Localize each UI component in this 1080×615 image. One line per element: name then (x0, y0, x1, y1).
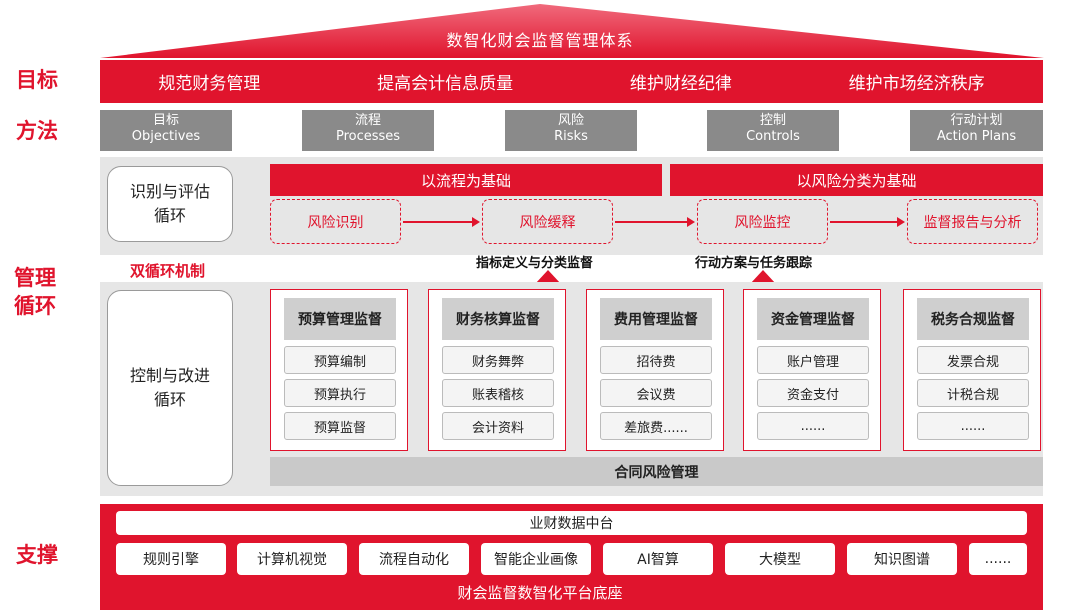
box-item: 财务舞弊 (442, 346, 554, 374)
method-processes: 流程 Processes (302, 110, 434, 151)
platform-title: 财会监督数智化平台底座 (457, 584, 623, 602)
step-risk-monitor: 风险监控 (697, 199, 828, 244)
box-title: 费用管理监督 (600, 298, 712, 340)
method-cn: 行动计划 (950, 113, 1003, 128)
tool-computer-vision: 计算机视觉 (237, 543, 347, 575)
process-basis-bar: 以流程为基础 (270, 164, 662, 196)
method-controls: 控制 Controls (707, 110, 839, 151)
tool-knowledge-graph: 知识图谱 (847, 543, 957, 575)
method-risks: 风险 Risks (505, 110, 637, 151)
down-triangle-icon (750, 270, 776, 284)
step-risk-identify: 风险识别 (270, 199, 401, 244)
method-objectives: 目标 Objectives (100, 110, 232, 151)
down-triangle-icon (535, 270, 561, 284)
method-label: 方法 (16, 119, 58, 143)
method-en: Objectives (131, 129, 201, 144)
cycle-line: 控制与改进 (129, 366, 210, 385)
box-title: 预算管理监督 (284, 298, 396, 340)
budget-supervision-box: 预算管理监督 预算编制 预算执行 预算监督 (270, 289, 408, 451)
caption-indicator: 指标定义与分类监督 (476, 256, 594, 271)
goal-item: 规范财务管理 (158, 74, 261, 94)
box-item: 计税合规 (917, 379, 1029, 407)
box-item: 预算编制 (284, 346, 396, 374)
box-item: 差旅费...... (600, 412, 712, 440)
box-item: 账户管理 (757, 346, 869, 374)
method-en: Processes (335, 129, 401, 144)
method-cn: 目标 (152, 113, 179, 128)
box-item: 预算监督 (284, 412, 396, 440)
goal-item: 提高会计信息质量 (377, 74, 514, 94)
box-item: 账表稽核 (442, 379, 554, 407)
box-item: 预算执行 (284, 379, 396, 407)
support-label: 支撑 (16, 543, 58, 567)
expense-supervision-box: 费用管理监督 招待费 会议费 差旅费...... (586, 289, 724, 451)
caption-action: 行动方案与任务跟踪 (695, 256, 813, 271)
data-center-bar: 业财数据中台 (116, 511, 1027, 535)
tool-ai-compute: AI智算 (603, 543, 713, 575)
method-en: Controls (746, 129, 800, 144)
cycle-line: 识别与评估 (129, 182, 210, 201)
fund-supervision-box: 资金管理监督 账户管理 资金支付 ...... (743, 289, 881, 451)
method-cn: 控制 (759, 113, 786, 128)
tax-supervision-box: 税务合规监督 发票合规 计税合规 ...... (903, 289, 1041, 451)
arrow-icon (615, 217, 695, 227)
box-title: 资金管理监督 (757, 298, 869, 340)
step-risk-mitigate: 风险缓释 (482, 199, 613, 244)
box-item: ...... (757, 412, 869, 440)
method-cn: 风险 (557, 113, 584, 128)
risk-basis-bar: 以风险分类为基础 (670, 164, 1043, 196)
box-title: 财务核算监督 (442, 298, 554, 340)
method-cn: 流程 (354, 113, 381, 128)
mgmt-label-line1: 管理 (14, 266, 56, 290)
step-report-analysis: 监督报告与分析 (907, 199, 1038, 244)
box-item: 招待费 (600, 346, 712, 374)
goals-bar: 规范财务管理 提高会计信息质量 维护财经纪律 维护市场经济秩序 (100, 60, 1043, 103)
arrow-icon (403, 217, 480, 227)
goal-item: 维护市场经济秩序 (848, 74, 985, 94)
method-action-plans: 行动计划 Action Plans (910, 110, 1043, 151)
box-item: 会议费 (600, 379, 712, 407)
accounting-supervision-box: 财务核算监督 财务舞弊 账表稽核 会计资料 (428, 289, 566, 451)
arrow-icon (830, 217, 905, 227)
cycle-line: 循环 (153, 390, 186, 409)
box-item: ...... (917, 412, 1029, 440)
dual-cycle-label: 双循环机制 (130, 262, 206, 280)
box-item: 会计资料 (442, 412, 554, 440)
tool-rpa: 流程自动化 (359, 543, 469, 575)
tool-large-model: 大模型 (725, 543, 835, 575)
system-title: 数智化财会监督管理体系 (446, 31, 634, 50)
control-cycle: 控制与改进 循环 (107, 290, 233, 486)
tool-rule-engine: 规则引擎 (116, 543, 226, 575)
tool-enterprise-profile: 智能企业画像 (481, 543, 591, 575)
tool-more: ...... (969, 543, 1027, 575)
goal-label: 目标 (16, 68, 58, 92)
goal-item: 维护财经纪律 (629, 74, 732, 94)
box-item: 资金支付 (757, 379, 869, 407)
contract-risk-bar: 合同风险管理 (270, 457, 1043, 486)
box-title: 税务合规监督 (917, 298, 1029, 340)
method-en: Action Plans (936, 129, 1017, 144)
box-item: 发票合规 (917, 346, 1029, 374)
identify-cycle: 识别与评估 循环 (107, 166, 233, 242)
cycle-line: 循环 (153, 206, 186, 225)
mgmt-label-line2: 循环 (14, 294, 56, 318)
method-en: Risks (554, 129, 588, 144)
roof (100, 4, 1044, 58)
